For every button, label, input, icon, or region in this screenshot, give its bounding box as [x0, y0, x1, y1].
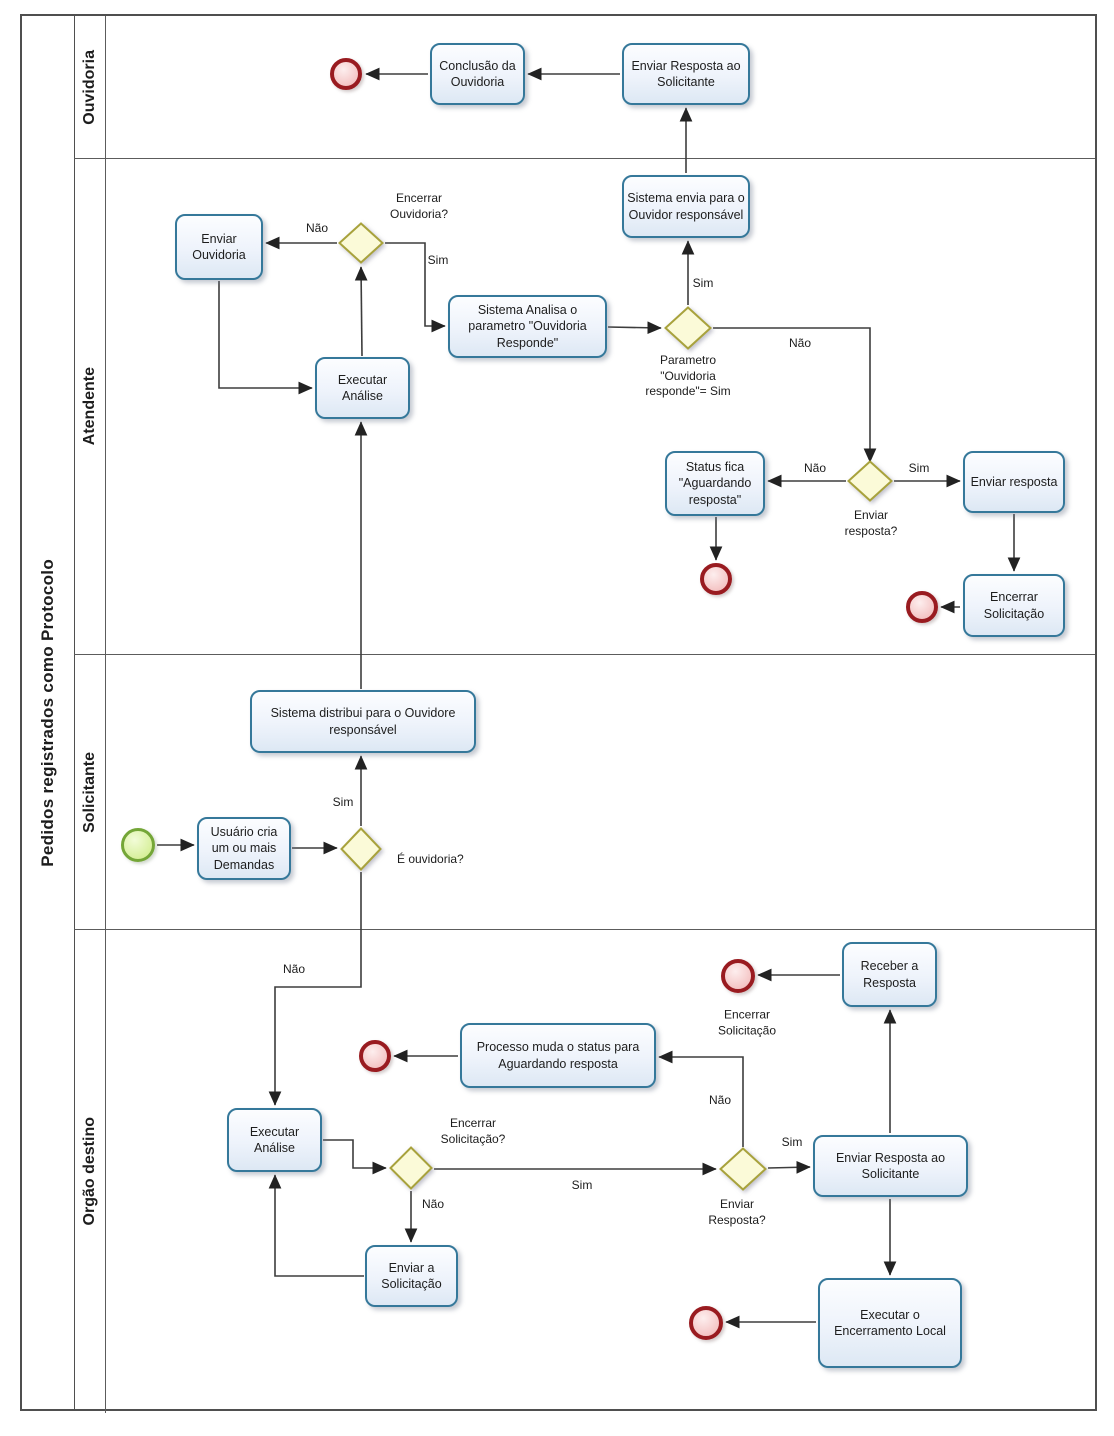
gateway-diamond-icon	[664, 306, 712, 350]
lbl-sim-e-ouvidoria: Sim	[332, 795, 354, 810]
gw-e-ouvidoria[interactable]	[340, 827, 382, 871]
end-event-receber[interactable]	[721, 959, 755, 993]
lane-header-orgao-destino: Orgão destino	[74, 930, 106, 1413]
task-processo-muda-status[interactable]: Processo muda o status para Aguardando r…	[460, 1023, 656, 1088]
task-enviar-resposta-ao-solicitante-ouvidoria[interactable]: Enviar Resposta ao Solicitante	[622, 43, 750, 105]
task-executar-analise-orgao[interactable]: Executar Análise	[227, 1108, 322, 1172]
start-event-solicitante[interactable]	[121, 828, 155, 862]
flow-gw-encerrar-ouvidoria-sim	[385, 242, 446, 333]
gw-encerrar-solicitacao-label: Encerrar Solicitação?	[440, 1116, 506, 1146]
lane-orgao-destino: Orgão destino	[74, 930, 1095, 1413]
flow-gw-e-ouvidoria-nao	[268, 872, 362, 1106]
task-usuario-cria-demandas[interactable]: Usuário cria um ou mais Demandas	[197, 817, 291, 880]
flow-enviar-a-solicitacao-to-executar-analise	[268, 1174, 364, 1277]
task-label: Processo muda o status para Aguardando r…	[476, 1040, 640, 1071]
flow-enviar-ouvidoria-to-executar-analise	[218, 281, 313, 395]
task-receber-a-resposta[interactable]: Receber a Resposta	[842, 942, 937, 1007]
lane-header-atendente: Atendente	[74, 159, 106, 654]
task-enviar-ouvidoria[interactable]: Enviar Ouvidoria	[175, 214, 263, 280]
lbl-sim-enviar-resposta-atendente: Sim	[908, 461, 930, 476]
gateway-diamond-icon	[719, 1147, 767, 1191]
gateway-diamond-icon	[389, 1146, 433, 1190]
task-label: Encerrar Solicitação	[983, 590, 1045, 621]
gw-enviar-resposta-atendente-label: Enviar resposta?	[844, 508, 898, 538]
task-label: Sistema envia para o Ouvidor responsável	[627, 191, 745, 222]
task-label: Usuário cria um ou mais Demandas	[210, 825, 278, 872]
lbl-nao-enviar-resposta-atendente: Não	[803, 461, 827, 476]
gw-enviar-resposta-atendente[interactable]	[847, 460, 893, 502]
task-executar-analise-atendente[interactable]: Executar Análise	[315, 357, 410, 419]
task-conclusao-da-ouvidoria[interactable]: Conclusão da Ouvidoria	[430, 43, 525, 105]
gw-encerrar-ouvidoria[interactable]	[338, 222, 384, 264]
flow-sistema-analisa-to-gw-parametro	[607, 321, 662, 335]
end-event-ouvidoria[interactable]	[330, 58, 362, 90]
lbl-nao-parametro: Não	[788, 336, 812, 351]
task-enviar-a-solicitacao[interactable]: Enviar a Solicitação	[365, 1245, 458, 1307]
task-label: Receber a Resposta	[860, 959, 919, 990]
lane-ouvidoria: Ouvidoria	[74, 16, 1095, 159]
lbl-nao-encerrar-solicitacao: Não	[421, 1197, 445, 1212]
task-label: Executar o Encerramento Local	[834, 1307, 946, 1338]
flow-gw-enviar-resposta-nao-to-processo-muda	[658, 1050, 744, 1147]
task-label: Sistema distribui para o Ouvidore respon…	[270, 706, 456, 737]
lbl-encerrar-solicitacao-end: Encerrar Solicitação	[717, 1007, 777, 1037]
lbl-sim-encerrar-ouvidoria: Sim	[427, 253, 449, 268]
end-event-encerrar-atendente[interactable]	[906, 591, 938, 623]
task-label: Enviar resposta	[970, 474, 1058, 489]
gw-enviar-resposta-orgao-label: Enviar Resposta?	[708, 1197, 766, 1227]
task-label: Status fica "Aguardando resposta"	[678, 460, 752, 507]
lane-atendente: Atendente	[74, 159, 1095, 655]
lbl-sim-enviar-resposta-orgao: Sim	[781, 1135, 803, 1150]
end-event-encerramento-local[interactable]	[689, 1306, 723, 1340]
flow-gw-enviar-resposta-sim-to-enviar-resposta	[767, 1160, 811, 1174]
lane-header-solicitante: Solicitante	[74, 655, 106, 929]
gw-parametro-ouvidoria-responde[interactable]	[664, 306, 712, 350]
task-label: Enviar a Solicitação	[381, 1260, 442, 1291]
gateway-diamond-icon	[338, 222, 384, 264]
gw-enviar-resposta-orgao[interactable]	[719, 1147, 767, 1191]
flow-parametro-nao-to-gw-enviar-resposta	[713, 327, 877, 463]
lbl-sim-parametro: Sim	[692, 276, 714, 291]
task-executar-encerramento-local[interactable]: Executar o Encerramento Local	[818, 1278, 962, 1368]
end-event-processo-muda[interactable]	[359, 1040, 391, 1072]
task-label: Conclusão da Ouvidoria	[439, 58, 516, 89]
lbl-sim-encerrar-solicitacao: Sim	[571, 1178, 593, 1193]
task-sistema-envia-ouvidor[interactable]: Sistema envia para o Ouvidor responsável	[622, 175, 750, 238]
task-status-fica-aguardando[interactable]: Status fica "Aguardando resposta"	[665, 451, 765, 516]
end-event-status[interactable]	[700, 563, 732, 595]
lbl-nao-encerrar-ouvidoria: Não	[305, 221, 329, 236]
lane-header-ouvidoria: Ouvidoria	[74, 16, 106, 158]
flow-executar-analise-to-gw-encerrar-ouvidoria	[354, 266, 368, 357]
task-label: Enviar Ouvidoria	[192, 231, 246, 262]
flow-executar-analise-to-gw-encerrar-solicitacao	[323, 1139, 387, 1175]
lane-solicitante: Solicitante	[74, 655, 1095, 930]
pool-title-cell: Pedidos registrados como Protocolo	[22, 16, 75, 1409]
lbl-nao-e-ouvidoria: Não	[282, 962, 306, 977]
gw-parametro-ouvidoria-responde-label: Parametro "Ouvidoria responde"= Sim	[645, 353, 731, 399]
gw-encerrar-solicitacao[interactable]	[389, 1146, 433, 1190]
lbl-nao-enviar-resposta-orgao: Não	[708, 1093, 732, 1108]
task-label: Executar Análise	[337, 372, 388, 403]
task-label: Sistema Analisa o parametro "Ouvidoria R…	[468, 303, 587, 350]
gw-encerrar-ouvidoria-label: Encerrar Ouvidoria?	[389, 191, 449, 221]
task-encerrar-solicitacao-atendente[interactable]: Encerrar Solicitação	[963, 574, 1065, 637]
task-label: Enviar Resposta ao Solicitante	[835, 1150, 946, 1181]
task-sistema-distribui-ouvidore[interactable]: Sistema distribui para o Ouvidore respon…	[250, 690, 476, 753]
gateway-diamond-icon	[340, 827, 382, 871]
task-sistema-analisa-parametro[interactable]: Sistema Analisa o parametro "Ouvidoria R…	[448, 295, 607, 358]
task-enviar-resposta[interactable]: Enviar resposta	[963, 451, 1065, 513]
gw-e-ouvidoria-label: É ouvidoria?	[397, 852, 464, 866]
task-label: Executar Análise	[249, 1124, 300, 1155]
task-label: Enviar Resposta ao Solicitante	[631, 58, 741, 89]
gateway-diamond-icon	[847, 460, 893, 502]
task-enviar-resposta-ao-solicitante-orgao[interactable]: Enviar Resposta ao Solicitante	[813, 1135, 968, 1197]
